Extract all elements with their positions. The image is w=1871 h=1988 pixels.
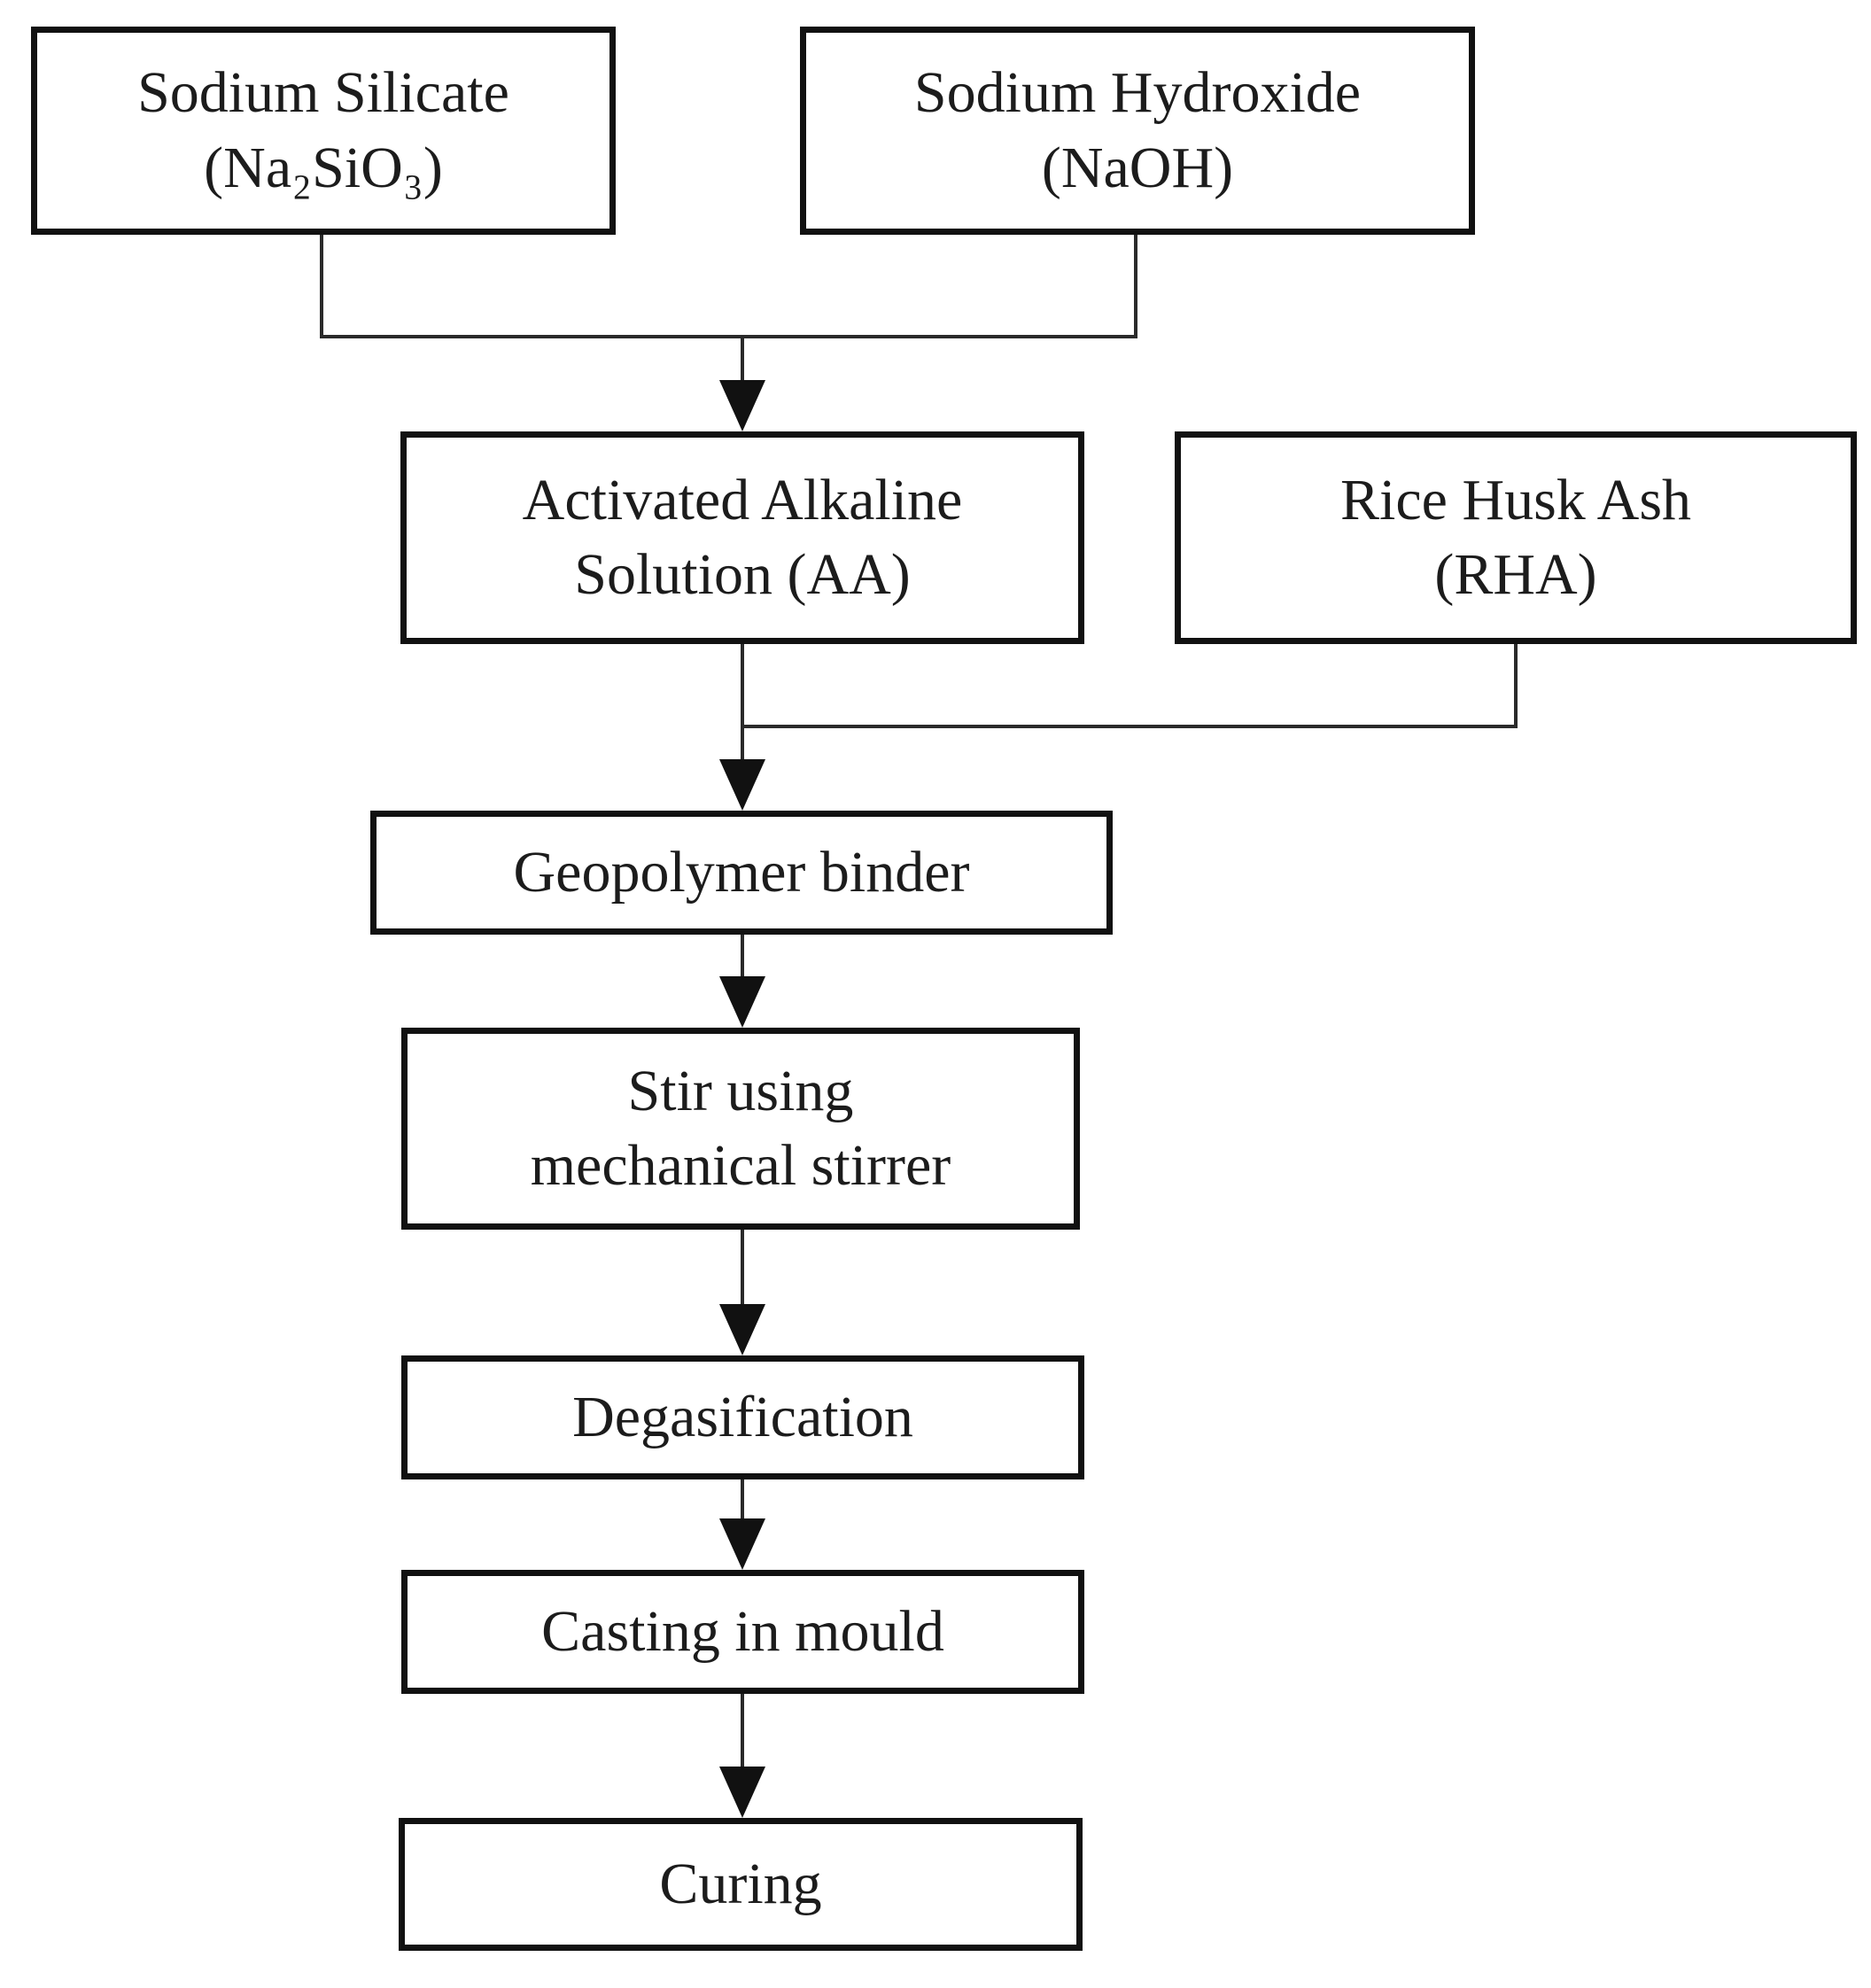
node-curing-label: Curing [659, 1851, 822, 1916]
node-stir: Stir using mechanical stirrer [401, 1028, 1080, 1230]
node-geopolymer-binder-label: Geopolymer binder [513, 839, 970, 905]
node-activated-alkaline-label-line1: Activated Alkaline [522, 467, 963, 532]
edge-sodium-silicate-drop [320, 235, 323, 338]
node-sodium-silicate: Sodium Silicate (Na₂SiO₃) [31, 27, 616, 235]
node-rice-husk-ash: Rice Husk Ash (RHA) [1175, 431, 1857, 644]
arrowhead-into-casting [719, 1518, 765, 1570]
edge-casting-to-curing [741, 1694, 744, 1768]
node-curing: Curing [399, 1818, 1083, 1951]
arrowhead-into-curing [719, 1767, 765, 1818]
node-degasification: Degasification [401, 1355, 1084, 1479]
arrowhead-into-stir [719, 976, 765, 1028]
edge-merge-to-activated-alkaline [741, 335, 744, 382]
node-stir-label-line2: mechanical stirrer [530, 1133, 951, 1198]
edge-rice-husk-ash-drop [1514, 644, 1518, 728]
edge-merge-alkaline-horizontal [320, 335, 1137, 338]
edge-merge-binder-horizontal [741, 725, 1518, 728]
arrowhead-into-geopolymer-binder [719, 759, 765, 811]
node-activated-alkaline-label-line2: Solution (AA) [574, 542, 911, 607]
node-casting-label: Casting in mould [541, 1598, 944, 1664]
edge-activated-alkaline-drop [741, 644, 744, 761]
node-sodium-hydroxide-label-line2: (NaOH) [1041, 135, 1234, 200]
arrowhead-into-activated-alkaline [719, 380, 765, 431]
node-sodium-silicate-label-line1: Sodium Silicate [137, 60, 509, 126]
node-rice-husk-ash-label-line1: Rice Husk Ash [1340, 467, 1691, 532]
node-casting: Casting in mould [401, 1570, 1084, 1694]
node-activated-alkaline: Activated Alkaline Solution (AA) [400, 431, 1084, 644]
node-stir-label-line1: Stir using [627, 1058, 854, 1123]
edge-binder-to-stir [741, 935, 744, 978]
edge-degasification-to-casting [741, 1479, 744, 1520]
node-sodium-silicate-label-line2: (Na₂SiO₃) [204, 135, 443, 200]
arrowhead-into-degasification [719, 1304, 765, 1355]
node-geopolymer-binder: Geopolymer binder [370, 811, 1113, 935]
node-degasification-label: Degasification [572, 1384, 913, 1449]
node-rice-husk-ash-label-line2: (RHA) [1434, 542, 1597, 607]
node-sodium-hydroxide: Sodium Hydroxide (NaOH) [800, 27, 1475, 235]
edge-sodium-hydroxide-drop [1134, 235, 1137, 338]
edge-stir-to-degasification [741, 1230, 744, 1306]
node-sodium-hydroxide-label-line1: Sodium Hydroxide [913, 60, 1362, 126]
